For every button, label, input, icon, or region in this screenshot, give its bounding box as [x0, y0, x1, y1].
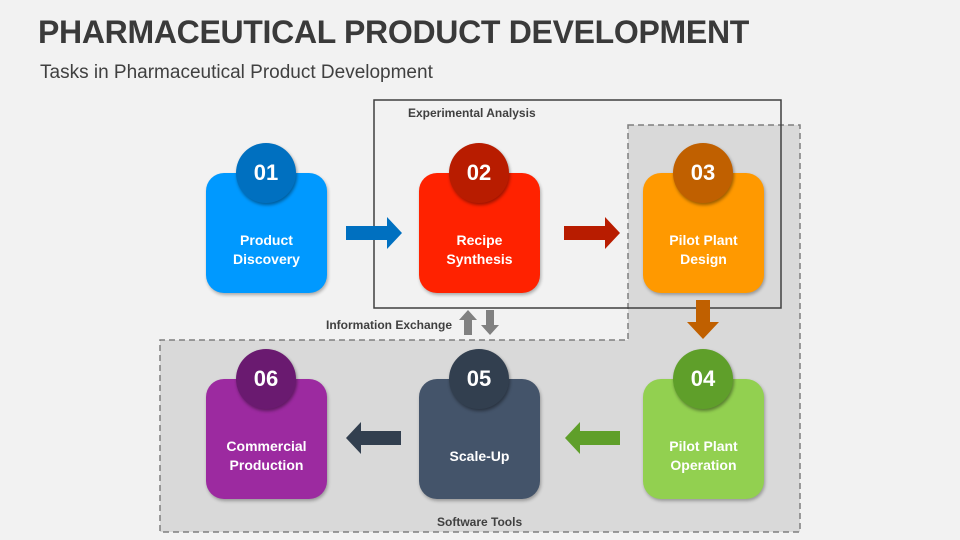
arrow-05-06	[346, 422, 401, 454]
page-title: PHARMACEUTICAL PRODUCT DEVELOPMENT	[38, 14, 750, 50]
step-label: Product Discovery	[233, 232, 300, 267]
step-number-badge: 03	[673, 143, 733, 203]
step-label: Commercial Production	[226, 438, 307, 473]
arrow-02-03	[564, 217, 620, 249]
step-card-06: Commercial Production	[206, 379, 327, 499]
arrow-04-05	[565, 422, 620, 454]
arrow-up-icon	[459, 310, 477, 335]
step-label: Scale-Up	[449, 447, 510, 464]
step-number-badge: 01	[236, 143, 296, 203]
experimental-analysis-label: Experimental Analysis	[408, 106, 536, 120]
step-number-badge: 06	[236, 349, 296, 409]
step-number-badge: 04	[673, 349, 733, 409]
step-label: Pilot Plant Design	[669, 232, 738, 267]
step-label: Recipe Synthesis	[446, 232, 513, 267]
step-number-badge: 05	[449, 349, 509, 409]
experimental-analysis-box	[373, 99, 782, 309]
step-number-badge: 02	[449, 143, 509, 203]
step-label: Pilot Plant Operation	[669, 438, 738, 473]
arrow-01-02	[346, 217, 402, 249]
page-subtitle: Tasks in Pharmaceutical Product Developm…	[40, 62, 433, 83]
information-exchange-label: Information Exchange	[326, 318, 453, 332]
software-tools-label: Software Tools	[437, 515, 523, 529]
step-card-05: Scale-Up	[419, 379, 540, 499]
arrow-03-04	[687, 300, 719, 339]
arrow-down-icon	[481, 310, 499, 335]
